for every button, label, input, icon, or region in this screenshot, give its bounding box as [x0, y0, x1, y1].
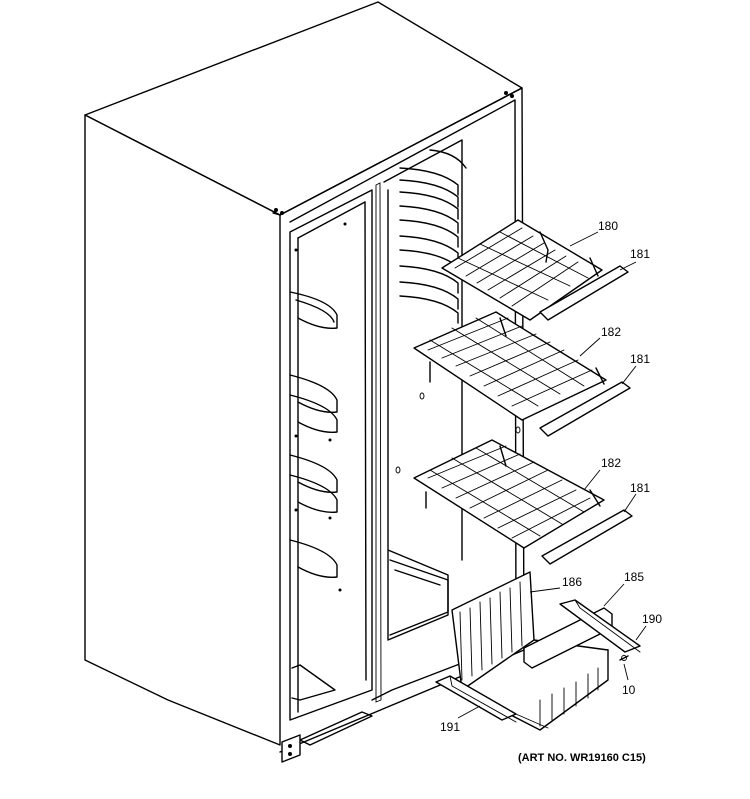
callout-181-lower: 181 [630, 481, 650, 495]
callout-191: 191 [440, 720, 460, 734]
callout-181-top: 181 [630, 247, 650, 261]
wire-basket-186 [451, 571, 609, 731]
wire-shelf-182-middle [413, 311, 607, 421]
callout-182-lower: 182 [601, 456, 621, 470]
wire-shelf-182-lower [413, 439, 605, 549]
callout-185: 185 [624, 570, 644, 584]
callout-186: 186 [562, 575, 582, 589]
wire-shelf-180 [441, 219, 603, 321]
slide-rail-190 [559, 599, 641, 653]
art-number: (ART NO. WR19160 C15) [518, 752, 646, 764]
callout-181-middle: 181 [630, 352, 650, 366]
shelf-trim-181-middle [539, 381, 631, 437]
screw-10 [619, 655, 629, 661]
shelf-trim-181-lower [541, 509, 633, 565]
bottom-hinge [281, 734, 301, 763]
callout-182-middle: 182 [601, 325, 621, 339]
callout-10: 10 [622, 683, 636, 697]
leader-lines [457, 231, 647, 719]
shelf-trim-181-top [539, 265, 629, 321]
callout-180: 180 [598, 219, 618, 233]
callout-labels: 180 181 182 181 182 181 186 185 190 10 1… [440, 219, 662, 734]
freezer-compartment [289, 182, 382, 721]
callout-190: 190 [642, 612, 662, 626]
slide-rail-191 [435, 675, 517, 723]
